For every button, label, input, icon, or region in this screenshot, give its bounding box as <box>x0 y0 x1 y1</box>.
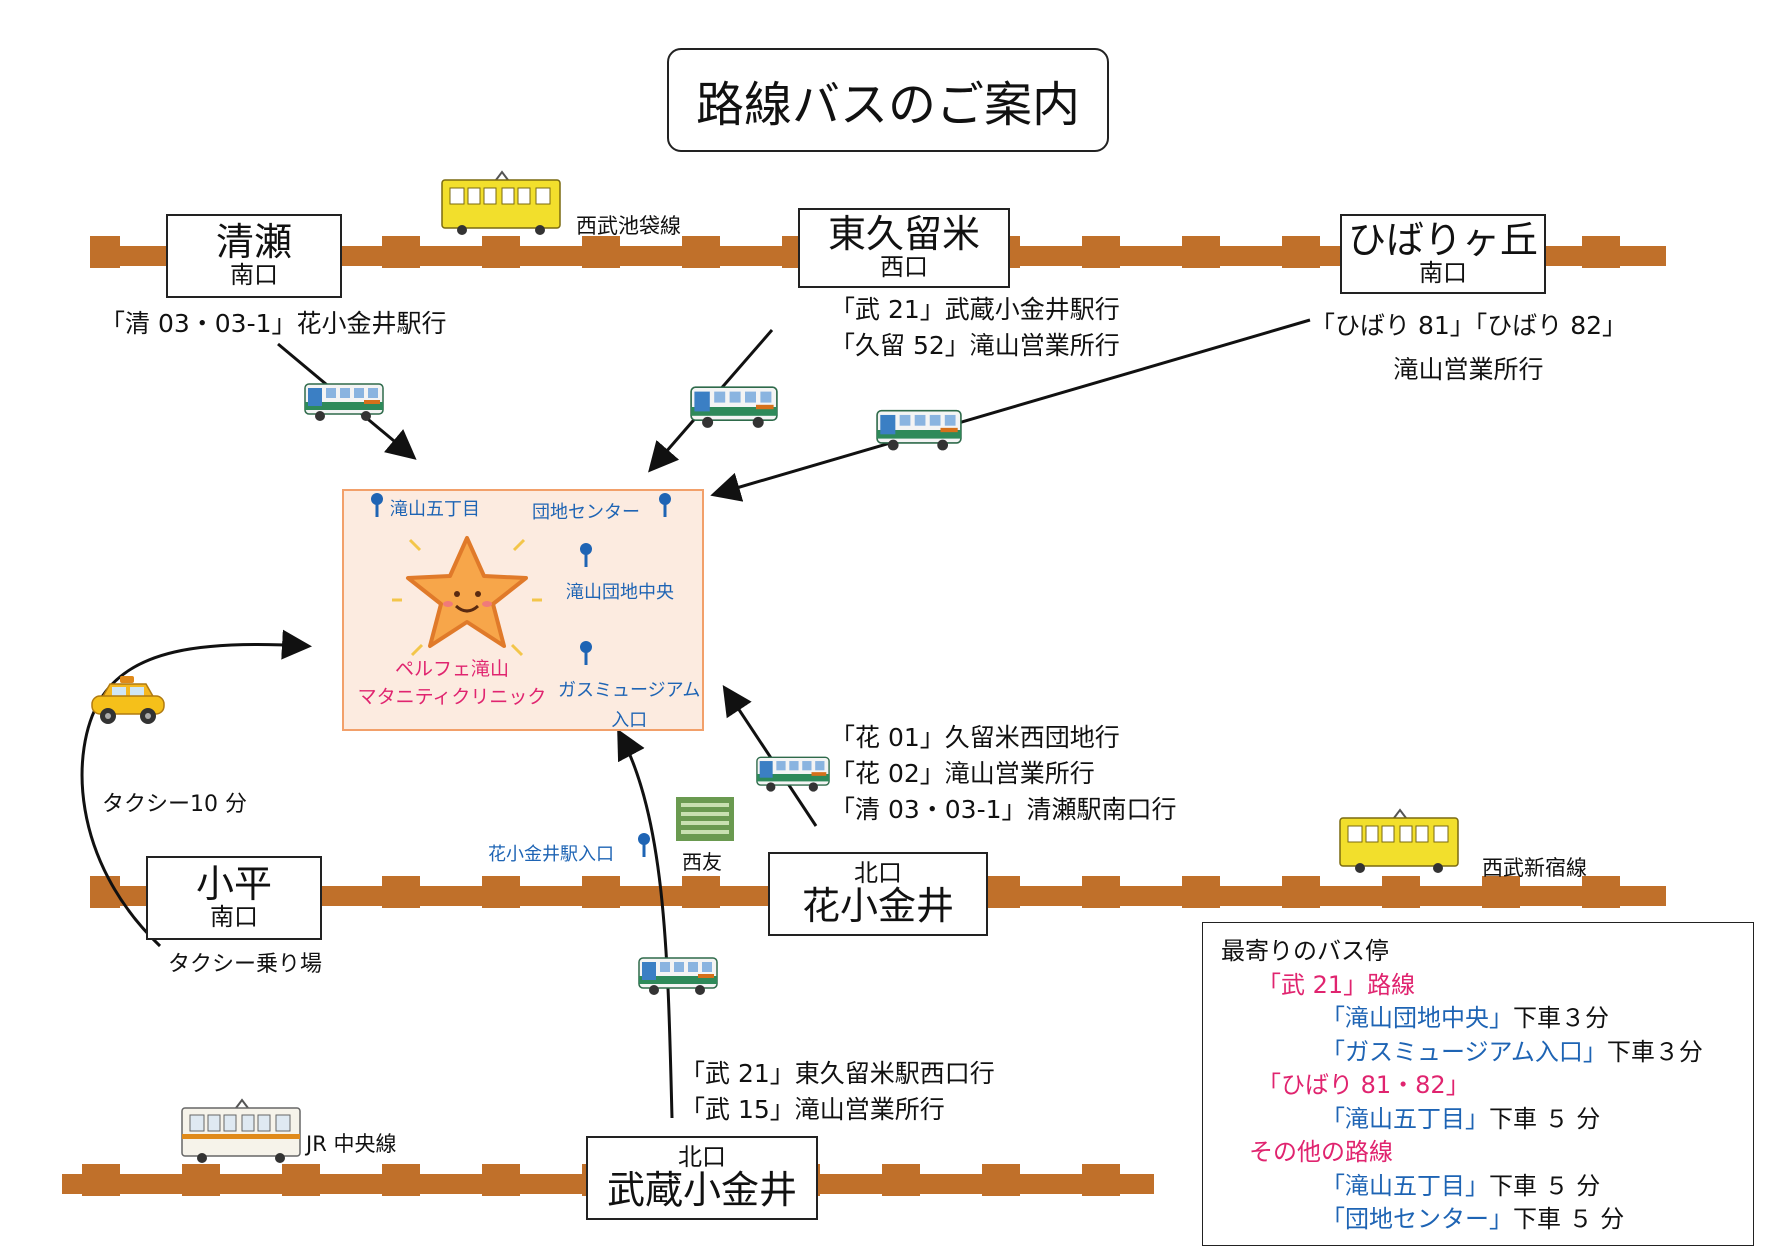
legend-stop-row: 「滝山五丁目」下車 ５ 分 <box>1221 1170 1753 1204</box>
arrow-musashikoganei <box>617 728 674 1119</box>
station-name: ひばりヶ丘 <box>1347 218 1538 263</box>
stop-danchi-center: 団地センター <box>532 502 640 523</box>
taxi-stand: タクシー乗り場 <box>168 952 323 977</box>
legend-heading: 最寄りのバス停 <box>1221 937 1389 965</box>
line-label-jr-chuo: JR 中央線 <box>306 1132 397 1156</box>
station-exit: 南口 <box>1419 259 1467 288</box>
stop-gas-museum: ガスミュージアム 入口 <box>558 676 700 732</box>
bus-stop-icon <box>371 493 383 517</box>
bus-icon <box>304 383 384 421</box>
legend-stop-time: 下車 ５ 分 <box>1489 1104 1601 1133</box>
route-line: 「清 03・03-1」花小金井駅行 <box>100 309 447 338</box>
station-name: 小平 <box>195 862 272 907</box>
seiyu-label: 西友 <box>682 850 722 874</box>
route-line: 「花 02」滝山営業所行 <box>830 759 1095 788</box>
station-kodaira: 小平 南口 <box>146 856 322 940</box>
route-line: 「花 01」久留米西団地行 <box>830 723 1120 752</box>
legend-stop-row: 「滝山五丁目」下車 ５ 分 <box>1221 1103 1753 1137</box>
legend-stop-row: 「滝山団地中央」下車３分 <box>1221 1002 1753 1036</box>
legend-stop-name: 「団地センター」 <box>1321 1205 1513 1233</box>
store-icon <box>676 797 734 841</box>
legend-stop-time: 下車 ５ 分 <box>1513 1205 1625 1233</box>
bus-icon <box>690 386 778 428</box>
stop-hanakoganei-entrance: 花小金井駅入口 <box>488 844 614 865</box>
taxi-time: タクシー10 分 <box>102 792 247 817</box>
legend-stop-name: 「滝山五丁目」 <box>1321 1104 1489 1133</box>
bus-stop-icon <box>638 833 650 857</box>
route-line: 「清 03・03-1」清瀬駅南口行 <box>830 795 1177 824</box>
station-kiyose: 清瀬 南口 <box>166 214 342 298</box>
legend-stop-row: 「団地センター」下車 ５ 分 <box>1221 1203 1753 1237</box>
bus-stop-icon <box>580 543 592 567</box>
routes-higashikurume: 「武 21」武蔵小金井駅行 「久留 52」滝山営業所行 <box>830 292 1120 364</box>
legend-stop-name: 「ガスミュージアム入口」 <box>1321 1037 1607 1066</box>
station-higashikurume: 東久留米 西口 <box>798 208 1010 288</box>
station-name: 東久留米 <box>827 212 980 257</box>
routes-hibarigaoka: 「ひばり 81」「ひばり 82」 滝山営業所行 <box>1310 308 1627 388</box>
legend-stop-time: 下車３分 <box>1513 1004 1609 1032</box>
route-line: 「武 21」武蔵小金井駅行 <box>830 295 1120 324</box>
routes-musashikoganei: 「武 21」東久留米駅西口行 「武 15」滝山営業所行 <box>680 1056 995 1128</box>
legend-stop-time: 下車 ５ 分 <box>1489 1171 1601 1200</box>
station-exit: 西口 <box>880 253 928 282</box>
page-title: 路線バスのご案内 <box>667 48 1109 152</box>
route-line: 「ひばり 81」「ひばり 82」 <box>1310 311 1628 340</box>
line-label-seibu-shinjuku: 西武新宿線 <box>1482 856 1587 880</box>
bus-icon <box>756 756 830 792</box>
train-icon <box>181 1098 301 1163</box>
station-exit: 北口 <box>678 1143 726 1172</box>
station-name: 武蔵小金井 <box>606 1167 797 1212</box>
legend-route: 「武 21」路線 <box>1257 970 1416 999</box>
line-label-seibu-ikebukuro: 西武池袋線 <box>576 214 681 238</box>
station-exit: 南口 <box>230 261 278 290</box>
legend-stop-time: 下車３分 <box>1606 1037 1703 1066</box>
star-logo-icon <box>392 536 542 657</box>
route-line: 「武 15」滝山営業所行 <box>680 1095 945 1124</box>
clinic-name: ペルフェ滝山 マタニティクリニック <box>352 655 552 711</box>
arrow-hibarigaoka <box>710 318 1311 502</box>
clinic-name-line2: マタニティクリニック <box>357 686 547 708</box>
route-line: 「武 21」東久留米駅西口行 <box>680 1059 995 1088</box>
bus-stop-icon <box>659 493 671 517</box>
station-exit: 南口 <box>210 903 258 932</box>
clinic-name-line1: ペルフェ滝山 <box>394 658 509 680</box>
legend-stop-row: 「ガスミュージアム入口」下車３分 <box>1221 1036 1753 1070</box>
clinic-area <box>342 489 704 731</box>
train-icon <box>1339 808 1459 873</box>
legend-stop-name: 「滝山五丁目」 <box>1321 1171 1489 1200</box>
routes-kiyose: 「清 03・03-1」花小金井駅行 <box>100 306 447 342</box>
station-exit: 北口 <box>854 859 902 888</box>
station-name: 清瀬 <box>215 220 292 265</box>
station-hibarigaoka: ひばりヶ丘 南口 <box>1340 214 1546 294</box>
bus-stop-icon <box>580 641 592 665</box>
station-hanakoganei: 北口 花小金井 <box>768 852 988 936</box>
stop-gas-museum-line2: 入口 <box>611 710 648 731</box>
legend-route: その他の路線 <box>1249 1138 1393 1166</box>
bus-icon <box>876 409 962 451</box>
taxi-icon <box>91 676 165 724</box>
stop-gas-museum-line1: ガスミュージアム <box>558 680 701 701</box>
train-icon <box>441 170 561 235</box>
legend-stop-name: 「滝山団地中央」 <box>1321 1004 1513 1032</box>
route-line: 滝山営業所行 <box>1393 355 1544 384</box>
station-name: 花小金井 <box>801 883 954 928</box>
routes-hanakoganei: 「花 01」久留米西団地行 「花 02」滝山営業所行 「清 03・03-1」清瀬… <box>830 720 1177 828</box>
route-line: 「久留 52」滝山営業所行 <box>830 331 1120 360</box>
stop-takiyama-danchi-chuo: 滝山団地中央 <box>566 582 674 603</box>
station-musashikoganei: 北口 武蔵小金井 <box>586 1136 818 1220</box>
legend-route: 「ひばり 81・82」 <box>1257 1071 1470 1099</box>
nearest-stops-legend: 最寄りのバス停 「武 21」路線 「滝山団地中央」下車３分 「ガスミュージアム入… <box>1202 922 1754 1246</box>
stop-takiyama5: 滝山五丁目 <box>390 499 480 520</box>
bus-icon <box>638 957 718 995</box>
